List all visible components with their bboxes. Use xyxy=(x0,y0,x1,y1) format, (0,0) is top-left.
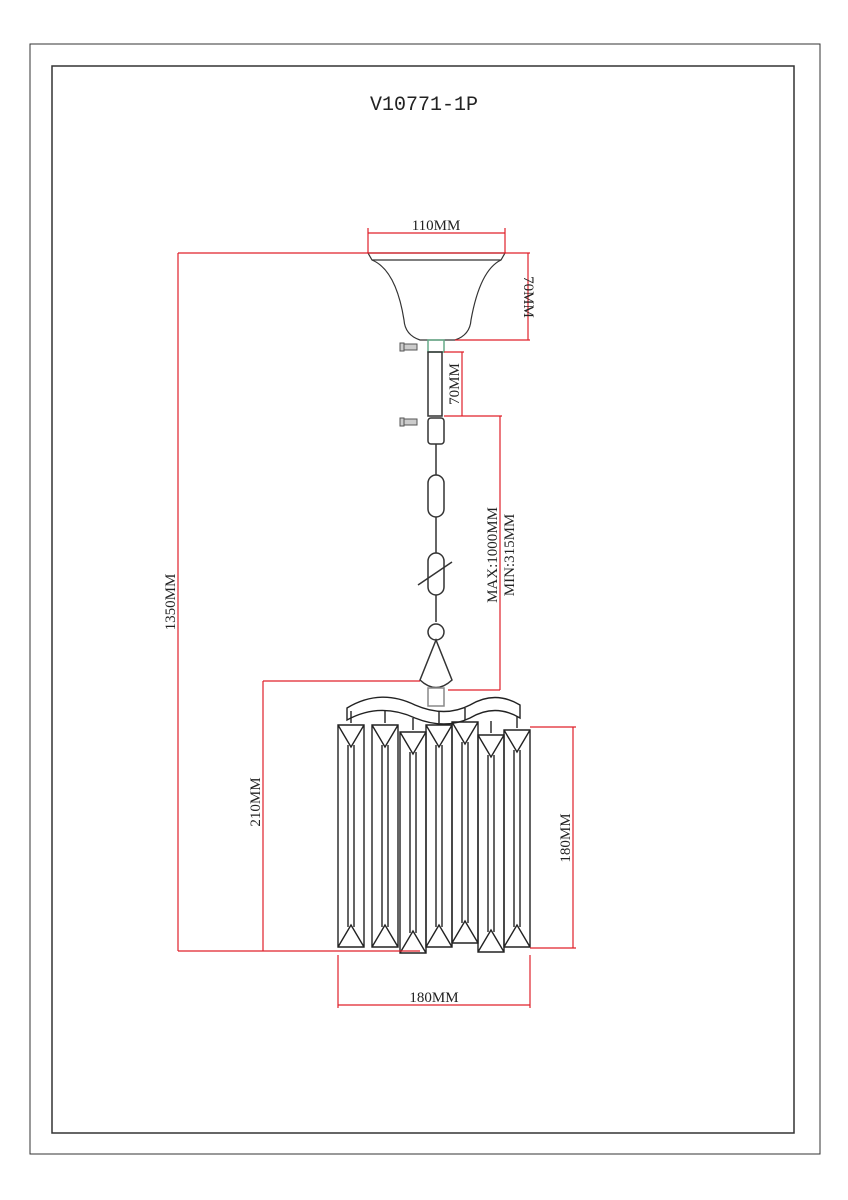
crystal-prism xyxy=(477,721,505,953)
chain xyxy=(417,417,453,707)
shade-height-label: 210MM xyxy=(248,777,264,826)
chain-min-label: MIN:315MM xyxy=(502,514,518,597)
shade-width-label: 180MM xyxy=(409,990,458,1006)
screw-icon xyxy=(399,342,418,352)
dimension-lines xyxy=(177,228,576,1008)
outer-frame xyxy=(29,43,821,1155)
model-title: V10771-1P xyxy=(370,94,478,117)
crystal-prism xyxy=(503,716,531,948)
inner-frame xyxy=(51,65,795,1134)
crystal-prism xyxy=(425,711,453,948)
crystal-prism xyxy=(337,711,365,948)
total-height-label: 1350MM xyxy=(163,574,179,631)
crystal-prism xyxy=(451,708,479,944)
crystal-prism xyxy=(371,711,399,948)
canopy-height-label: 70MM xyxy=(520,276,536,318)
screw-icon xyxy=(399,417,418,427)
ceiling-canopy xyxy=(366,252,507,341)
down-rod xyxy=(427,339,445,417)
crystal-height-label: 180MM xyxy=(558,813,574,862)
crystal-shade xyxy=(337,696,531,954)
chain-max-label: MAX:1000MM xyxy=(485,507,501,603)
rod-length-label: 70MM xyxy=(447,363,463,405)
canopy-width-label: 110MM xyxy=(412,218,461,234)
crystal-prism xyxy=(399,718,427,954)
